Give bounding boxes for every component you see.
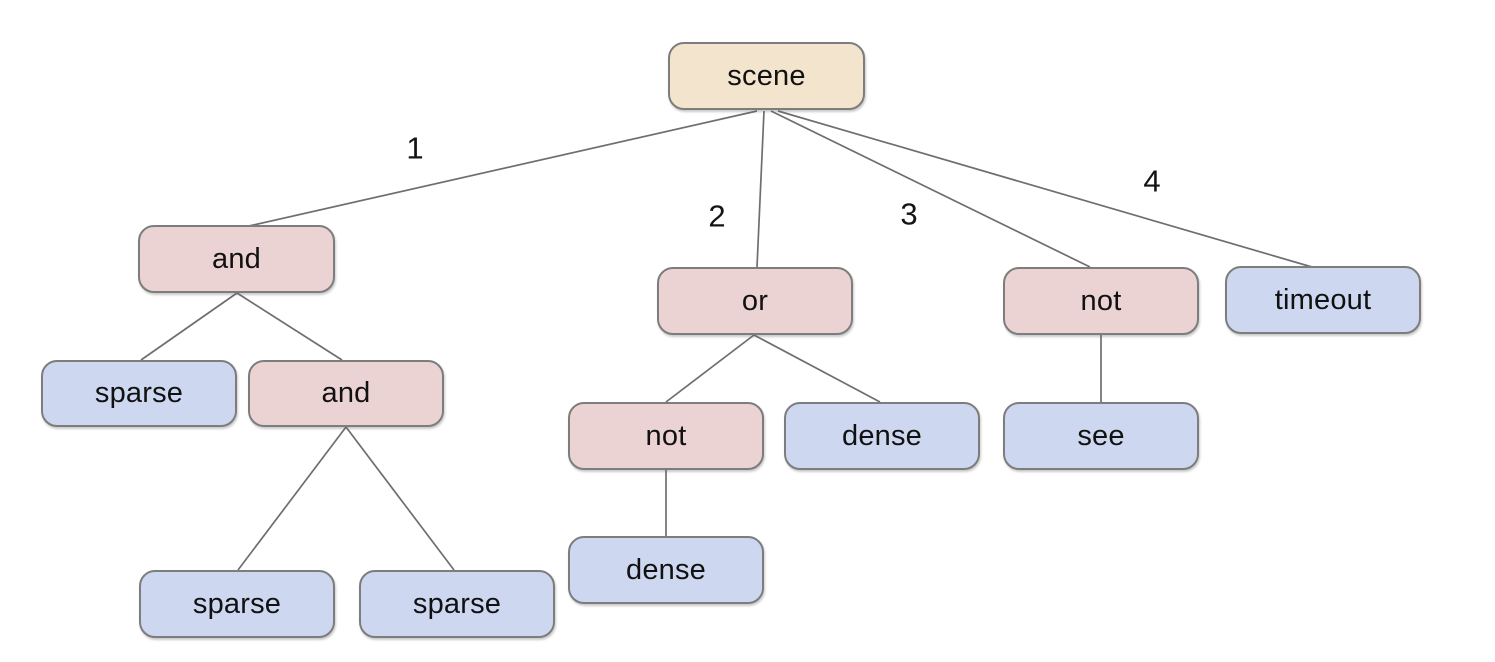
tree-edge-scene-or-1 [756,110,765,268]
edge-label-4: 4 [1143,163,1161,199]
node-and-2: and [248,360,444,427]
node-not-2: not [568,402,764,470]
node-or: or [657,267,853,335]
tree-edge-and-2-sparse-2 [237,426,347,571]
node-sparse-3: sparse [359,570,555,638]
tree-edge-or-1-dense-1 [753,334,881,403]
edge-label-3: 3 [900,196,918,232]
edge-label-2: 2 [708,198,726,234]
tree-edge-or-1-not-2 [665,334,755,403]
node-timeout: timeout [1225,266,1421,334]
node-and-1: and [138,225,335,293]
tree-edge-and-1-sparse-1 [140,292,238,361]
node-dense-2: dense [568,536,764,604]
node-dense-1: dense [784,402,980,470]
tree-edge-scene-and-1 [248,110,758,227]
tree-edge-scene-not-1 [770,110,1091,268]
tree-edge-and-1-and-2 [236,292,343,361]
node-sparse-2: sparse [139,570,335,638]
node-not-1: not [1003,267,1199,335]
edge-label-1: 1 [406,130,424,166]
node-sparse-1: sparse [41,360,237,427]
tree-edge-scene-timeout-1 [777,110,1313,268]
node-see: see [1003,402,1199,470]
tree-edge-and-2-sparse-3 [345,426,455,571]
node-scene: scene [668,42,865,110]
